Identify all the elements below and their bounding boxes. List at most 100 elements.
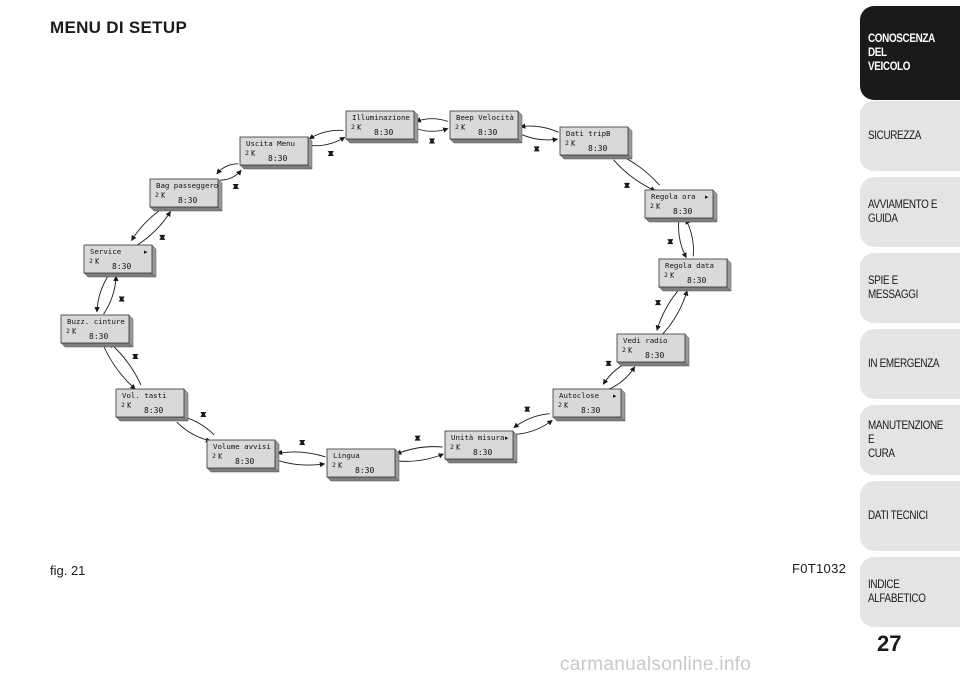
submenu-arrow-icon: ▸ — [613, 392, 617, 400]
display-side — [620, 388, 626, 422]
clock-time: 8:30 — [268, 154, 287, 163]
shift-indicator-icon — [72, 328, 77, 334]
menu-item-label: Unità misura — [451, 433, 504, 442]
clock-time: 8:30 — [581, 406, 600, 415]
chapter-tab-3[interactable]: AVVIAMENTO E GUIDA — [860, 177, 960, 247]
menu-connector-arrow — [216, 163, 239, 175]
nav-down-triangle-icon — [655, 300, 662, 306]
display-side — [183, 388, 189, 422]
nav-down-triangle-icon — [667, 239, 674, 245]
menu-item-label: Illuminazione — [352, 113, 410, 122]
gear-indicator: 2 — [212, 452, 216, 460]
clock-time: 8:30 — [112, 262, 131, 271]
display-face — [552, 388, 622, 418]
gear-indicator: 2 — [89, 257, 93, 265]
clock-time: 8:30 — [89, 332, 108, 341]
chapter-tab-5[interactable]: IN EMERGENZA — [860, 329, 960, 399]
display-face — [616, 333, 686, 363]
figure-code: F0T1032 — [792, 561, 847, 576]
clock-time: 8:30 — [374, 128, 393, 137]
chapter-tab-4[interactable]: SPIE E MESSAGGI — [860, 253, 960, 323]
menu-connector-arrow — [103, 275, 119, 315]
gear-indicator: 2 — [565, 139, 569, 147]
shift-indicator-icon — [461, 124, 466, 130]
menu-item-display: Autoclose ▸ 2 8:30 — [552, 388, 626, 422]
display-side — [413, 110, 419, 144]
menu-item-label: Lingua — [333, 451, 360, 460]
nav-down-triangle-icon — [605, 360, 612, 366]
nav-down-triangle-icon — [414, 435, 421, 441]
clock-time: 8:30 — [588, 144, 607, 153]
nav-down-triangle-icon — [533, 146, 540, 152]
display-side — [627, 126, 633, 160]
shift-indicator-icon — [161, 192, 166, 198]
shift-indicator-icon — [95, 258, 100, 264]
gear-indicator: 2 — [450, 443, 454, 451]
watermark: carmanualsonline.info — [560, 654, 752, 675]
display-bottom — [206, 467, 280, 473]
menu-connector-arrow — [136, 211, 171, 246]
chapter-tab-label: SICUREZZA — [868, 130, 921, 142]
display-side — [151, 244, 157, 278]
gear-indicator: 2 — [558, 401, 562, 409]
menu-item-label: Uscita Menu — [246, 139, 295, 148]
display-side — [684, 333, 690, 367]
display-face — [559, 126, 629, 156]
chapter-tab-label: MANUTENZIONE E CURA — [868, 420, 943, 460]
display-face — [658, 258, 728, 288]
menu-connector-arrow — [607, 366, 636, 391]
display-face — [644, 189, 714, 219]
menu-connector-arrow — [415, 127, 449, 133]
gear-indicator: 2 — [455, 123, 459, 131]
shift-indicator-icon — [357, 124, 362, 130]
gear-indicator: 2 — [332, 461, 336, 469]
chapter-tab-label: INDICE ALFABETICO — [868, 579, 926, 605]
gear-indicator: 2 — [245, 149, 249, 157]
shift-indicator-icon — [251, 150, 256, 156]
chapter-tab-8[interactable]: INDICE ALFABETICO — [860, 557, 960, 627]
display-face — [326, 448, 396, 478]
gear-indicator: 2 — [155, 191, 159, 199]
menu-item-label: Regola data — [665, 261, 714, 270]
nav-down-triangle-icon — [299, 440, 306, 446]
chapter-tab-2[interactable]: SICUREZZA — [860, 101, 960, 171]
chapter-tab-1[interactable]: CONOSCENZA DEL VEICOLO — [860, 6, 960, 100]
clock-time: 8:30 — [645, 351, 664, 360]
display-face — [149, 178, 219, 208]
page-number: 27 — [877, 631, 902, 656]
menu-connector-arrow — [94, 273, 110, 313]
display-bottom — [644, 217, 718, 223]
display-bottom — [239, 164, 313, 170]
display-side — [307, 136, 313, 170]
menu-connector-arrow — [397, 453, 445, 462]
chapter-tab-6[interactable]: MANUTENZIONE E CURA — [860, 405, 960, 475]
display-bottom — [345, 138, 419, 144]
nav-down-triangle-icon — [132, 353, 139, 359]
display-side — [394, 448, 400, 482]
display-face — [449, 110, 519, 140]
display-face — [345, 110, 415, 140]
figure-label: fig. 21 — [50, 563, 86, 578]
menu-connector-arrow — [516, 419, 553, 435]
nav-down-triangle-icon — [623, 182, 630, 188]
menu-item-label: Regola ora — [651, 192, 696, 201]
chapter-tab-label: SPIE E MESSAGGI — [868, 275, 919, 301]
nav-down-triangle-icon — [429, 138, 435, 144]
menu-connector-arrow — [513, 413, 550, 429]
shift-indicator-icon — [656, 203, 661, 209]
menu-item-label: Vol. tasti — [122, 391, 167, 400]
menu-connector-arrow — [662, 290, 689, 335]
display-bottom — [326, 476, 400, 482]
chapter-tab-7[interactable]: DATI TECNICI — [860, 481, 960, 551]
menu-item-label: Autoclose — [559, 391, 600, 400]
display-face — [115, 388, 185, 418]
menu-item-label: Vedi radio — [623, 336, 668, 345]
shift-indicator-icon — [338, 462, 343, 468]
shift-indicator-icon — [218, 453, 223, 459]
shift-indicator-icon — [628, 347, 633, 353]
